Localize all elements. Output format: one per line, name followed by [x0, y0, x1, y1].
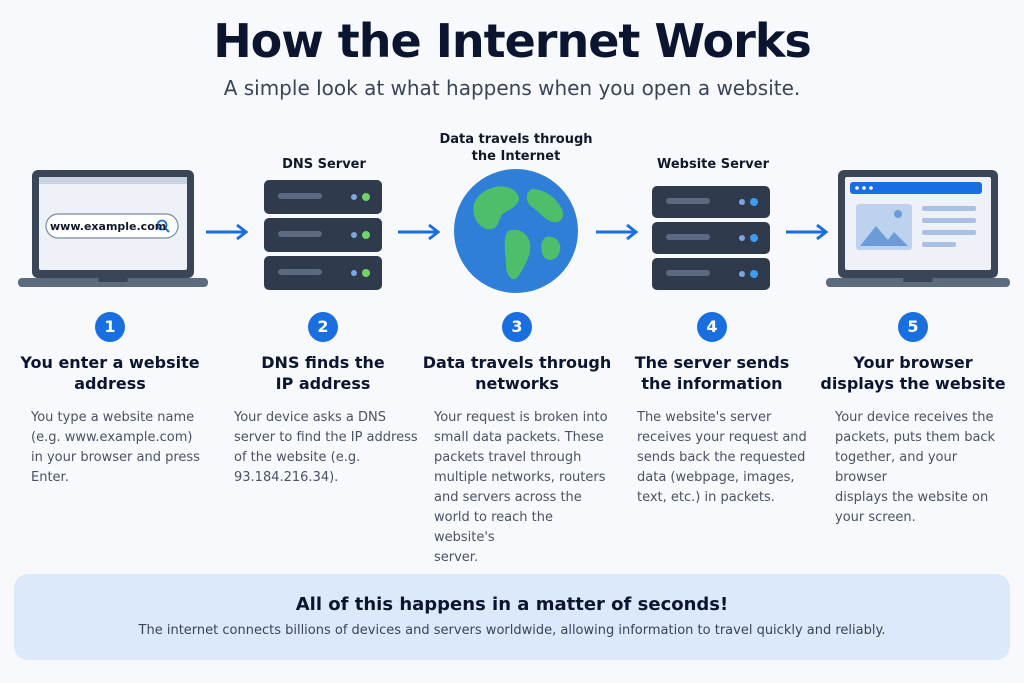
- globe-label-line2: the Internet: [471, 149, 561, 164]
- summary-banner: All of this happens in a matter of secon…: [14, 574, 1010, 660]
- step-number-badge: 1: [95, 312, 125, 342]
- summary-text: The internet connects billions of device…: [138, 623, 886, 638]
- globe-label-line1: Data travels through: [439, 132, 593, 147]
- arrow-right-icon: [398, 223, 441, 241]
- arrow-right-icon: [786, 223, 829, 241]
- arrow-right-icon: [206, 223, 249, 241]
- website-server-label: Website Server: [656, 157, 770, 172]
- laptop-website-illustration: [826, 170, 1010, 287]
- page-title: How the Internet Works: [213, 14, 812, 68]
- summary-headline: All of this happens in a matter of secon…: [295, 594, 729, 615]
- step-number-badge: 5: [898, 312, 928, 342]
- globe-label: Data travels through the Internet: [436, 131, 596, 165]
- globe-icon: [454, 169, 578, 293]
- laptop-url-text: www.example.com: [50, 220, 167, 233]
- step-number-badge: 2: [308, 312, 338, 342]
- laptop-search-illustration: [18, 170, 208, 287]
- step-description: You type a website name(e.g. www.example…: [31, 410, 200, 485]
- arrow-right-icon: [596, 223, 639, 241]
- step-number-badge: 4: [697, 312, 727, 342]
- dns-server-label: DNS Server: [282, 157, 366, 172]
- step-number-badge: 3: [502, 312, 532, 342]
- page-subtitle: A simple look at what happens when you o…: [223, 76, 801, 100]
- dns-server-illustration: [264, 180, 382, 290]
- website-server-illustration: [652, 186, 770, 290]
